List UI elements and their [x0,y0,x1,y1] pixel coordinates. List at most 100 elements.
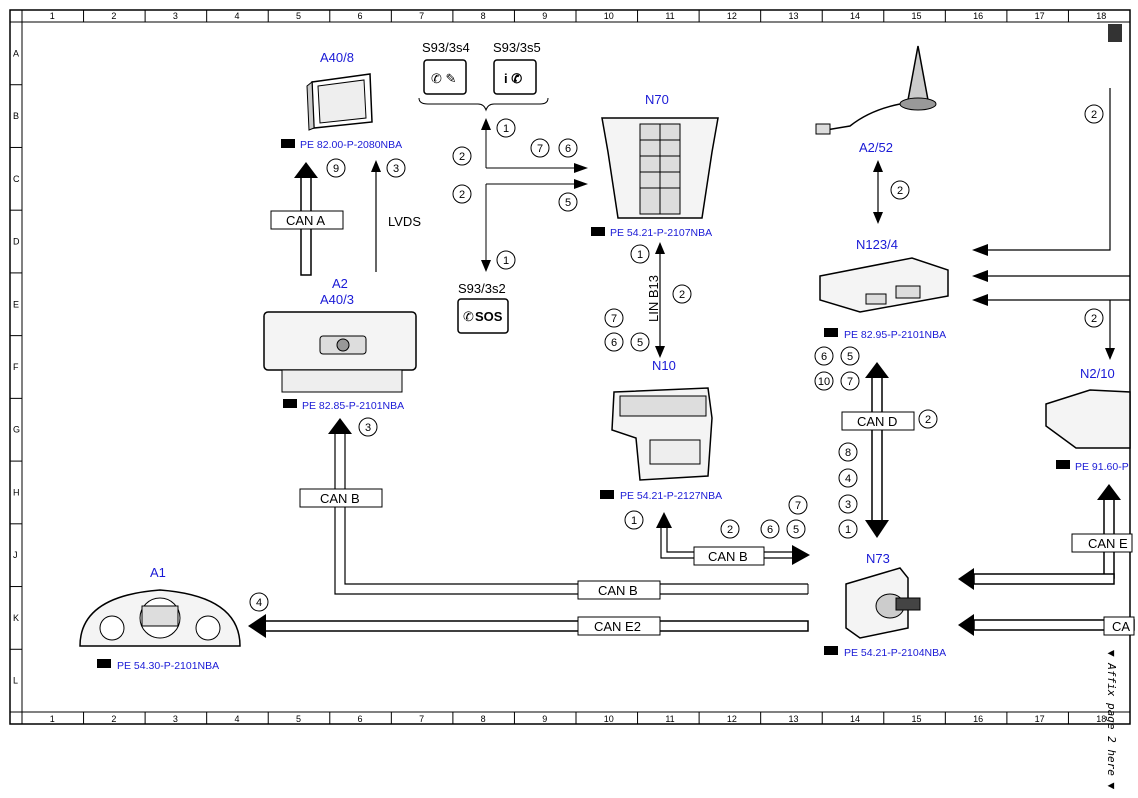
svg-text:1: 1 [631,515,637,527]
ref-icon [97,659,111,668]
svg-text:CAN B: CAN B [598,583,638,598]
n123-4-label: N123/4 [856,237,898,252]
callout-number: 8 [838,442,858,462]
svg-text:LIN B13: LIN B13 [646,275,661,322]
svg-text:CAN B: CAN B [708,549,748,564]
svg-text:10: 10 [818,376,830,388]
svg-text:1: 1 [637,249,643,261]
svg-text:3: 3 [845,499,851,511]
callout-number: 2 [452,184,472,204]
a1-ref: PE 54.30-P-2101NBA [117,660,219,672]
callout-number: 5 [630,332,650,352]
a2-label: A2 [332,276,348,291]
grid-row-label: L [13,676,18,686]
grid-row-label: A [13,48,19,58]
svg-text:8: 8 [845,447,851,459]
svg-text:9: 9 [333,163,339,175]
svg-text:7: 7 [847,376,853,388]
callout-number: 2 [1084,104,1104,124]
ref-icon [824,328,838,337]
a40-8-ref: PE 82.00-P-2080NBA [300,139,402,151]
svg-text:✆ ✎: ✆ ✎ [431,71,456,86]
s93-3s5-button-icon [493,59,537,95]
grid-row-label: E [13,299,19,309]
grid-col-label: 8 [481,11,486,21]
svg-text:CAN B: CAN B [320,491,360,506]
callout-number: 1 [838,519,858,539]
n73-label: N73 [866,551,890,566]
right-links-n123 [972,88,1130,360]
callout-number: 2 [452,146,472,166]
callout-number: 2 [720,519,740,539]
grid-row-label: H [13,487,20,497]
s93-3s2-sos-button-icon [457,298,509,334]
grid-col-label: 15 [912,11,922,21]
grid-row-label: K [13,613,19,623]
svg-text:5: 5 [847,351,853,363]
grid-row-label: D [13,237,20,247]
callout-number: 6 [814,346,834,366]
grid-col-label: 3 [173,11,178,21]
svg-text:1: 1 [503,123,509,135]
svg-text:LVDS: LVDS [388,214,421,229]
can-a-bus: CAN A [270,162,344,276]
svg-text:7: 7 [611,313,617,325]
a2-head-unit-icon [263,311,417,393]
svg-text:4: 4 [256,597,262,609]
svg-text:CAN E2: CAN E2 [594,619,641,634]
svg-text:6: 6 [767,524,773,536]
sos-text: SOS [475,309,503,324]
s93-brace [418,97,549,112]
ref-icon [281,139,295,148]
n2-10-ref: PE 91.60-P [1075,461,1129,473]
n123-4-module-icon [819,257,949,313]
callout-number: 2 [918,409,938,429]
n10-ref: PE 54.21-P-2127NBA [620,490,722,502]
callout-number: 1 [496,250,516,270]
a2-ref: PE 82.85-P-2101NBA [302,400,404,412]
grid-col-label: 6 [358,714,363,724]
a40-8-display-icon [306,73,373,131]
corner-mark [1108,24,1122,42]
grid-col-label: 18 [1096,714,1106,724]
svg-text:1: 1 [503,255,509,267]
grid-col-label: 16 [973,11,983,21]
grid-col-label: 12 [727,714,737,724]
svg-text:5: 5 [637,337,643,349]
callout-number: 9 [326,158,346,178]
ref-icon [824,646,838,655]
s93-3s4-label: S93/3s4 [422,40,470,55]
callout-number: 3 [386,158,406,178]
lin-b13-line: LIN B13 [646,242,665,358]
svg-text:CAN E: CAN E [1088,536,1128,551]
n70-overhead-control-icon [601,117,719,219]
svg-text:3: 3 [393,163,399,175]
grid-row-label: J [13,550,18,560]
svg-text:2: 2 [727,524,733,536]
grid-col-label: 17 [1035,714,1045,724]
grid-col-label: 2 [111,11,116,21]
svg-text:CAN D: CAN D [857,414,897,429]
grid-col-label: 11 [665,11,674,21]
svg-text:3: 3 [365,422,371,434]
ref-icon [600,490,614,499]
svg-text:6: 6 [611,337,617,349]
grid-col-label: 3 [173,714,178,724]
grid-col-label: 14 [850,11,860,21]
svg-text:5: 5 [793,524,799,536]
callout-number: 1 [624,510,644,530]
can-e-right-bus: CAN E CA [958,484,1135,636]
grid-row-label: G [13,425,20,435]
a1-instrument-cluster-icon [79,589,241,647]
callout-number: 5 [558,192,578,212]
grid-col-label: 12 [727,11,737,21]
ref-icon [283,399,297,408]
grid-col-label: 1 [50,11,55,21]
grid-col-label: 7 [419,714,424,724]
grid-col-label: 6 [358,11,363,21]
n2-10-module-icon [1045,389,1131,449]
grid-col-label: 16 [973,714,983,724]
can-e2-bus: CAN E2 [248,614,809,638]
grid-col-label: 10 [604,11,614,21]
